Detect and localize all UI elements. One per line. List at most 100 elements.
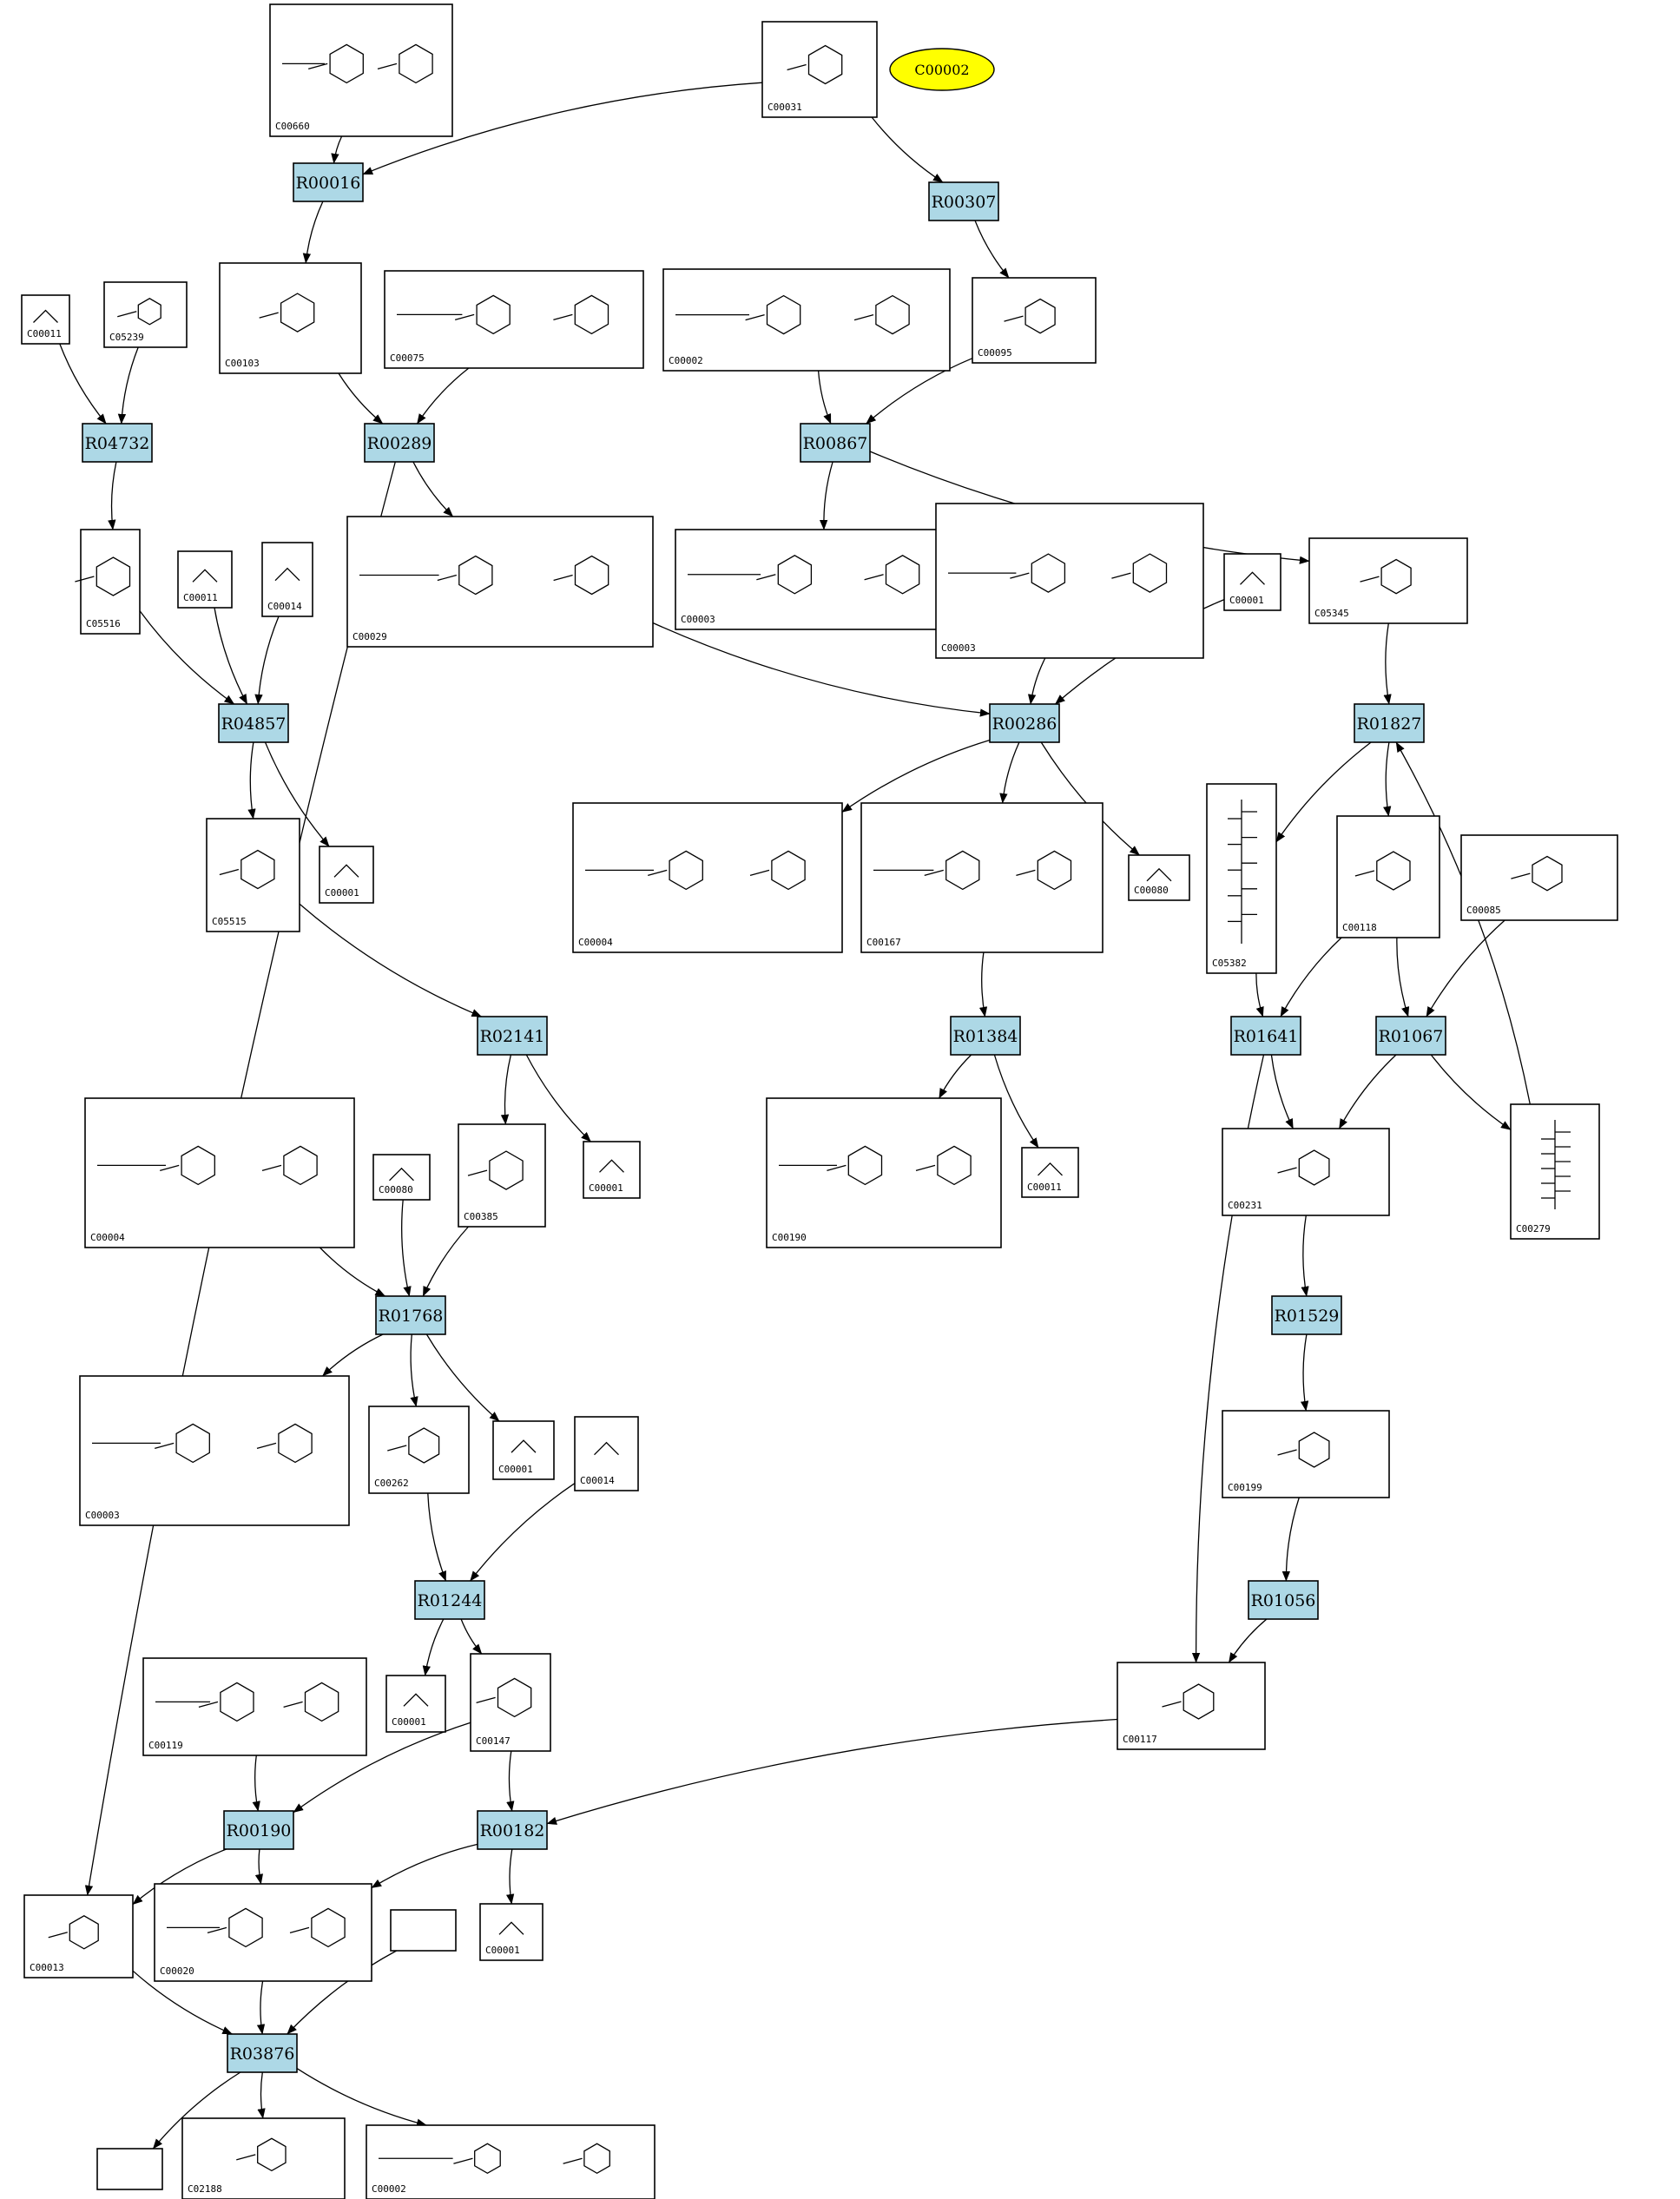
reaction-label: R04732 (85, 434, 150, 453)
reaction-node[interactable]: R01641 (1230, 1016, 1301, 1056)
edge-arrow (331, 135, 343, 164)
reaction-node[interactable]: R00289 (364, 423, 435, 463)
reaction-node[interactable]: R00190 (223, 1810, 294, 1850)
reaction-node[interactable]: R02141 (477, 1016, 548, 1056)
compound-node[interactable]: C00167 (860, 802, 1104, 953)
compound-node[interactable]: C00001 (479, 1903, 544, 1961)
compound-code: C00029 (352, 631, 387, 642)
reaction-node[interactable]: R00016 (293, 162, 364, 202)
edge-arrow (506, 1848, 515, 1905)
compound-node[interactable]: C00002 (366, 2124, 656, 2199)
reaction-node[interactable]: R01529 (1271, 1295, 1342, 1335)
compound-node[interactable]: C00103 (219, 262, 362, 374)
compound-box (583, 1141, 641, 1199)
compound-node[interactable]: C05382 (1206, 783, 1277, 974)
compound-node[interactable]: C00117 (1117, 1662, 1266, 1750)
compound-box (1128, 854, 1190, 901)
compound-code: C00004 (578, 937, 613, 948)
reaction-label: R00182 (480, 1821, 545, 1840)
compound-node[interactable]: C00011 (21, 294, 70, 345)
compound-box (384, 270, 644, 369)
edge-arrow (256, 1980, 266, 2035)
compound-node[interactable]: C00075 (384, 270, 644, 369)
compound-node[interactable] (96, 2148, 163, 2190)
edge-arrow (410, 1333, 418, 1407)
compound-node[interactable]: C00385 (458, 1123, 546, 1228)
reaction-box (82, 423, 153, 463)
compound-node[interactable]: C00262 (368, 1406, 470, 1494)
reaction-node[interactable]: R01768 (375, 1295, 446, 1335)
reaction-node[interactable]: R01056 (1248, 1580, 1319, 1620)
compound-node[interactable]: C00085 (1460, 834, 1618, 921)
compound-node[interactable]: C00001 (319, 846, 374, 904)
compound-node[interactable]: C00118 (1336, 815, 1440, 938)
compound-node[interactable]: C00095 (972, 277, 1097, 364)
compound-code: C00103 (225, 358, 260, 369)
reaction-node[interactable]: R00286 (989, 703, 1060, 743)
edge-arrow (132, 1970, 233, 2035)
compound-node[interactable]: C00660 (269, 3, 453, 137)
reaction-box (1375, 1016, 1446, 1056)
compound-node[interactable]: C00003 (79, 1375, 350, 1526)
compound-node[interactable]: C00080 (1128, 854, 1190, 901)
reaction-node[interactable]: R03876 (227, 2033, 298, 2073)
compound-code: C00031 (768, 102, 802, 113)
compound-code: C00001 (1229, 595, 1264, 606)
edge-arrow (939, 1054, 972, 1099)
reaction-node[interactable]: R00182 (477, 1810, 548, 1850)
reaction-node[interactable]: R01384 (950, 1016, 1021, 1056)
compound-box (1308, 537, 1468, 624)
reaction-node[interactable]: R00867 (800, 423, 871, 463)
reaction-node[interactable]: R01244 (414, 1580, 485, 1620)
reaction-box (477, 1016, 548, 1056)
compound-box (23, 1894, 134, 1978)
compound-node[interactable]: C00002 (662, 268, 951, 372)
reaction-box (928, 181, 999, 221)
start-node-ellipse (889, 48, 995, 91)
compound-code: C05382 (1212, 958, 1247, 969)
compound-node[interactable]: C00190 (766, 1097, 1002, 1248)
reaction-node[interactable]: R04857 (218, 703, 289, 743)
reaction-node[interactable]: R04732 (82, 423, 153, 463)
compound-box (574, 1416, 639, 1491)
compound-node[interactable]: C00003 (935, 503, 1204, 659)
compound-code: C00003 (941, 642, 976, 654)
compound-node[interactable]: C00003 (675, 529, 960, 630)
compound-node[interactable]: C00011 (1021, 1147, 1079, 1198)
compound-node[interactable]: C00080 (372, 1154, 431, 1201)
compound-node[interactable]: C00013 (23, 1894, 134, 1978)
compound-node[interactable]: C00014 (261, 542, 313, 617)
compound-node[interactable]: C00231 (1222, 1128, 1390, 1216)
compound-node[interactable]: C00001 (492, 1420, 555, 1480)
reaction-node[interactable]: R01827 (1354, 703, 1425, 743)
reaction-label: R01067 (1379, 1027, 1444, 1046)
compound-node[interactable]: C00020 (154, 1883, 372, 1982)
reaction-node[interactable]: R00307 (928, 181, 999, 221)
start-node[interactable]: C00002 (889, 48, 995, 91)
compound-node[interactable]: C05515 (206, 818, 300, 932)
compound-node[interactable] (390, 1909, 457, 1952)
compound-node[interactable]: C00014 (574, 1416, 639, 1491)
compound-node[interactable]: C05239 (103, 281, 188, 348)
compound-node[interactable]: C00119 (142, 1657, 367, 1756)
compound-node[interactable]: C00001 (385, 1675, 446, 1733)
compound-node[interactable]: C00004 (572, 802, 843, 953)
reaction-node[interactable]: R01067 (1375, 1016, 1446, 1056)
compound-code: C00660 (275, 121, 310, 132)
compound-node[interactable]: C00001 (1223, 553, 1281, 611)
edge-arrow (287, 1950, 398, 2035)
edge-arrow (978, 951, 988, 1017)
compound-node[interactable]: C00199 (1222, 1410, 1390, 1498)
compound-node[interactable]: C00147 (470, 1653, 551, 1752)
compound-code: C00011 (183, 592, 218, 603)
compound-node[interactable]: C00279 (1510, 1103, 1600, 1240)
compound-node[interactable]: C02188 (181, 2117, 346, 2199)
compound-node[interactable]: C05345 (1308, 537, 1468, 624)
compound-node[interactable]: C00004 (84, 1097, 355, 1248)
compound-node[interactable]: C05516 (75, 529, 141, 635)
compound-node[interactable]: C00011 (177, 550, 233, 609)
compound-node[interactable]: C00029 (346, 516, 654, 648)
compound-node[interactable]: C00031 (761, 21, 878, 118)
compound-node[interactable]: C00001 (583, 1141, 641, 1199)
compound-code: C00262 (374, 1478, 409, 1489)
